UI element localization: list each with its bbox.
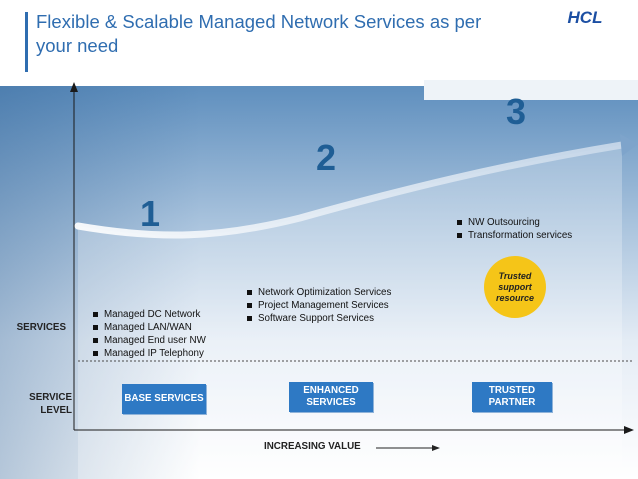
list-item: Software Support Services — [245, 312, 391, 325]
hcl-logo: HCL — [568, 8, 603, 26]
list-item: Project Management Services — [245, 299, 391, 312]
stage-1-services-list: Managed DC Network Managed LAN/WAN Manag… — [91, 308, 206, 360]
stage-1-number: 1 — [140, 193, 161, 234]
svg-text:HCL: HCL — [568, 8, 603, 26]
list-item: Managed IP Telephony — [91, 347, 206, 360]
list-item: Transformation services — [455, 229, 572, 242]
x-axis-arrowhead — [624, 426, 634, 434]
growth-curve — [74, 141, 626, 239]
stage-3-services-list: NW Outsourcing Transformation services — [455, 216, 572, 242]
trusted-partner-box: TRUSTED PARTNER — [472, 382, 552, 412]
list-item: Network Optimization Services — [245, 286, 391, 299]
increasing-value-arrowhead — [432, 445, 440, 451]
enhanced-services-box: ENHANCED SERVICES — [289, 382, 373, 412]
list-item: Managed LAN/WAN — [91, 321, 206, 334]
service-level-label: SERVICE LEVEL — [29, 392, 72, 416]
trusted-resource-badge: Trusted support resource — [484, 256, 546, 318]
list-item: NW Outsourcing — [455, 216, 572, 229]
increasing-value-label: INCREASING VALUE — [264, 441, 361, 452]
base-services-box: BASE SERVICES — [122, 384, 206, 414]
services-label: SERVICES — [16, 322, 66, 333]
growth-curve-arrowhead — [620, 134, 638, 156]
stage-2-services-list: Network Optimization Services Project Ma… — [245, 286, 391, 325]
top-right-highlight — [424, 80, 638, 100]
slide-title: Flexible & Scalable Managed Network Serv… — [36, 11, 482, 56]
y-axis-arrowhead — [70, 82, 78, 92]
title-accent-bar — [25, 12, 28, 72]
stage-3-number: 3 — [506, 91, 527, 132]
list-item: Managed End user NW — [91, 334, 206, 347]
stage-2-number: 2 — [316, 137, 337, 178]
list-item: Managed DC Network — [91, 308, 206, 321]
